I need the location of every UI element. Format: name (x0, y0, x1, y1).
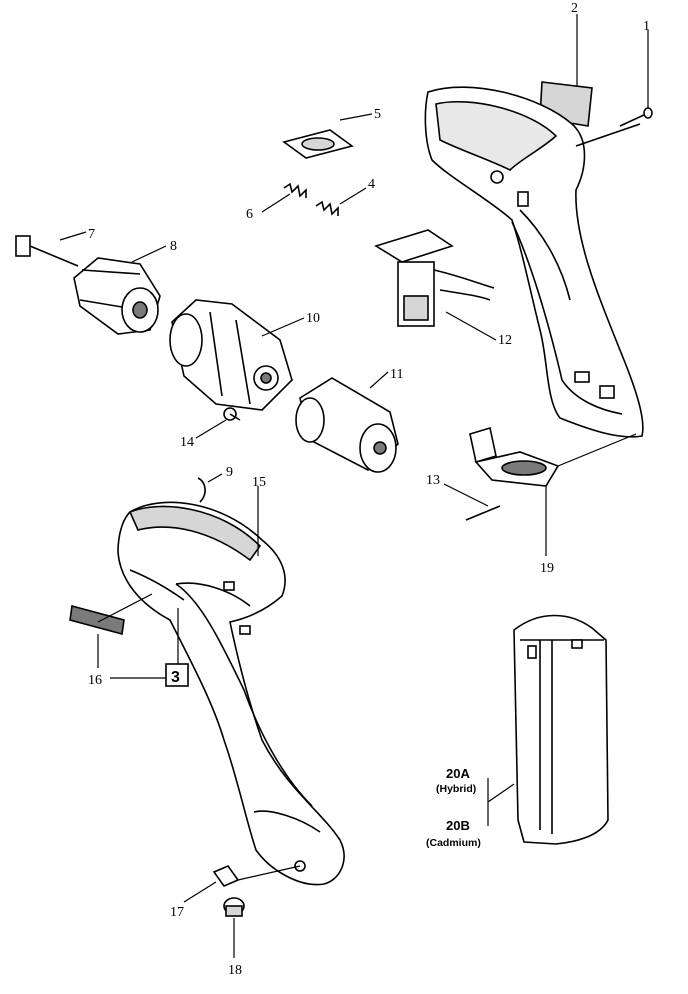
part-11-motor (295, 377, 399, 473)
callout-4: 4 (368, 177, 375, 192)
part-6-spring (283, 182, 307, 198)
leader-4 (339, 187, 367, 205)
callout-3: 3 (171, 669, 180, 686)
leader-8 (131, 245, 167, 263)
callout-8: 8 (170, 239, 177, 254)
callout-12: 12 (498, 333, 512, 348)
part-13-pin (465, 505, 501, 521)
callout-5: 5 (374, 107, 381, 122)
callout-9: 9 (226, 465, 233, 480)
leader-11 (369, 371, 389, 389)
callout-7: 7 (88, 227, 95, 242)
part-17-clip (212, 865, 240, 887)
part-19-reversing-lever (469, 426, 560, 487)
part-4-spring (315, 200, 339, 216)
part-10-gear-assembly (169, 299, 293, 411)
callout-20a-sub: (Hybrid) (436, 783, 476, 795)
part-8-chuck (73, 257, 161, 335)
callout-20b: 20B (446, 818, 470, 833)
leader-16-to-housing (97, 593, 153, 623)
part-7-screw (15, 235, 79, 267)
leader-14 (195, 419, 227, 439)
callout-13: 13 (426, 473, 440, 488)
callout-14: 14 (180, 435, 194, 450)
callout-2: 2 (571, 1, 578, 16)
callout-3-box (165, 663, 189, 687)
leader-19-to-housing (557, 433, 637, 467)
callout-6: 6 (246, 207, 253, 222)
callout-18: 18 (228, 963, 242, 978)
callout-17: 17 (170, 905, 184, 920)
callout-10: 10 (306, 311, 320, 326)
leader-5 (339, 113, 373, 121)
callout-20b-sub: (Cadmium) (426, 837, 481, 849)
leader-10 (261, 317, 305, 337)
leader-13 (443, 483, 489, 507)
callout-1: 1 (643, 19, 650, 34)
leader-17-to-housing (237, 865, 301, 881)
part-18-cap (223, 897, 245, 917)
callout-19: 19 (540, 561, 554, 576)
leader-7 (59, 231, 87, 241)
callout-11: 11 (390, 367, 403, 382)
leader-12 (445, 311, 497, 341)
part-14-screw (223, 407, 241, 421)
part-9-spring-clip (197, 477, 206, 503)
part-5-switch-cover (282, 129, 354, 159)
leader-6 (261, 193, 291, 213)
part-16-name-plate (69, 604, 125, 636)
leader-9 (207, 473, 223, 483)
callout-20a: 20A (446, 766, 470, 781)
leader-20 (487, 783, 515, 803)
part-1-screw (619, 107, 653, 127)
callout-15: 15 (252, 475, 266, 490)
part-15-left-housing (117, 501, 345, 886)
callout-16: 16 (88, 673, 102, 688)
part-20-battery (513, 614, 609, 845)
housing-right-half (424, 86, 644, 438)
part-12-switch (374, 229, 495, 327)
leader-17 (183, 881, 217, 903)
